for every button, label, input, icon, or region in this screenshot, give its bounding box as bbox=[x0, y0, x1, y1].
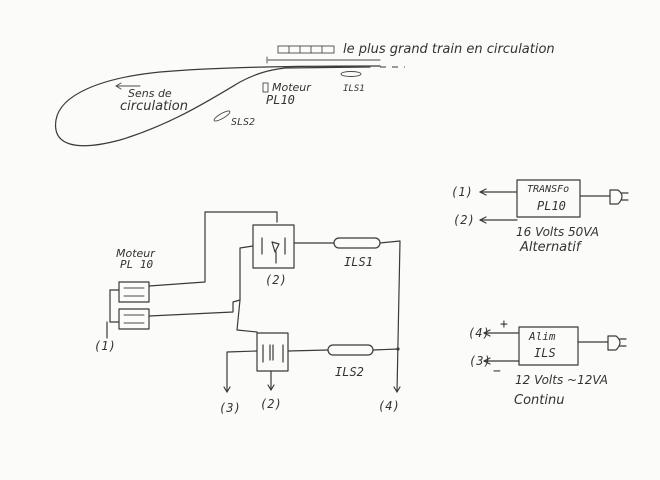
transformer-out1-label: (1) bbox=[451, 185, 473, 199]
motor-coil-top bbox=[118, 281, 150, 303]
alim-rating: 12 Volts ~12VA bbox=[515, 373, 608, 387]
track-motor-label-1: Moteur bbox=[272, 81, 312, 94]
ils-power-supply: Alim ILS + − (4) (3) 12 Volts ~12VA Cont… bbox=[468, 317, 627, 408]
alim-box bbox=[518, 326, 579, 366]
terminal-1-label: (1) bbox=[94, 339, 116, 353]
relay2 bbox=[256, 332, 289, 372]
plug-icon bbox=[609, 189, 623, 205]
circuit-motor-label-2: PL 10 bbox=[120, 258, 153, 271]
ils2-sensor bbox=[327, 344, 374, 356]
circuit-motor-label-1: Moteur bbox=[116, 247, 156, 260]
wire-relay2-term3 bbox=[226, 350, 258, 393]
track-motor-marker bbox=[262, 82, 269, 93]
train-icon bbox=[277, 45, 335, 54]
alim-name-2: ILS bbox=[534, 346, 556, 360]
transformer-name-1: TRANSFo bbox=[527, 184, 569, 195]
relay1-label: (2) bbox=[265, 273, 287, 287]
wire-relay2-ils2 bbox=[287, 349, 329, 352]
transformer-type: Alternatif bbox=[519, 240, 583, 255]
transformer-rating: 16 Volts 50VA bbox=[516, 225, 599, 239]
plug-icon-2 bbox=[607, 335, 621, 351]
motor-coil-bottom bbox=[118, 308, 150, 330]
alim-name-1: Alim bbox=[528, 330, 556, 343]
wire-ils-to-term4 bbox=[379, 240, 401, 393]
track-motor-label-2: PL10 bbox=[266, 93, 295, 107]
junction-dot bbox=[396, 347, 400, 351]
track-title: le plus grand train en circulation bbox=[343, 42, 555, 57]
control-circuit: Moteur PL 10 (1) (2) ILS1 bbox=[94, 211, 401, 415]
transformer-block: TRANSFo PL10 (1) (2) 16 Volts 50VA Alter… bbox=[451, 179, 629, 255]
track-loop bbox=[55, 65, 381, 147]
track-ils2-sensor bbox=[213, 110, 231, 122]
transformer-out2-label: (2) bbox=[453, 213, 475, 227]
wire-junction-relay2 bbox=[236, 299, 258, 333]
track-ils2-label: SLS2 bbox=[231, 117, 255, 128]
wire-relay1-junction bbox=[239, 245, 254, 301]
transformer-box bbox=[516, 179, 581, 218]
terminal-4-label: (4) bbox=[378, 399, 400, 413]
terminal-3-label: (3) bbox=[219, 401, 241, 415]
alim-out4-label: (4) bbox=[468, 326, 490, 340]
wire-motor-junction bbox=[148, 299, 241, 317]
ils2-label: ILS2 bbox=[335, 365, 364, 379]
direction-label-2: circulation bbox=[120, 99, 188, 114]
direction-label-1: Sens de bbox=[128, 87, 172, 100]
alim-out3-label: (3) bbox=[469, 354, 491, 368]
alim-type: Continu bbox=[514, 393, 564, 408]
alim-plus-sign: + bbox=[500, 317, 508, 332]
alim-minus-sign: − bbox=[493, 364, 501, 379]
track-ils1-sensor bbox=[340, 71, 362, 77]
wire-motor-relay1 bbox=[148, 211, 278, 287]
ils1-label: ILS1 bbox=[344, 255, 373, 269]
track-ils1-label: ILS1 bbox=[343, 84, 365, 94]
track-sketch: le plus grand train en circulation Sens … bbox=[55, 42, 555, 147]
ils1-sensor bbox=[333, 237, 381, 249]
transformer-name-2: PL10 bbox=[537, 199, 566, 213]
terminal-2-label: (2) bbox=[260, 397, 282, 411]
relay1-contact bbox=[271, 241, 280, 253]
